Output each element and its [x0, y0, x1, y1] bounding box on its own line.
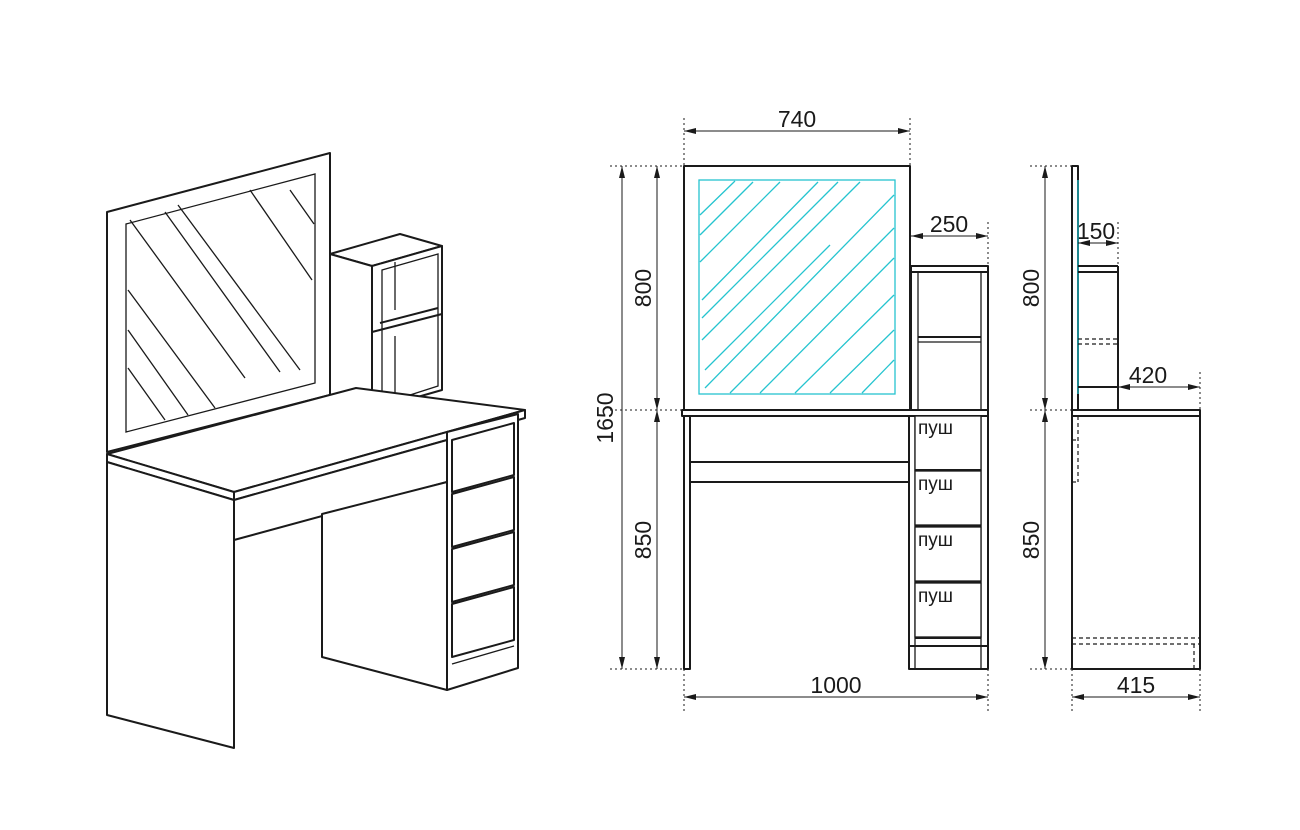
dim-1650: 1650 — [592, 392, 618, 443]
iso-left-panel — [106, 461, 235, 749]
front-top-drawer — [689, 415, 910, 463]
drawer-label: пуш — [918, 530, 953, 551]
dim-420: 420 — [1129, 362, 1167, 388]
dim-850-front: 850 — [630, 521, 656, 559]
drawer-label: пуш — [918, 474, 953, 495]
dim-1000: 1000 — [810, 672, 861, 698]
dim-800-side: 800 — [1018, 269, 1044, 307]
side-hidden-lines — [1072, 416, 1200, 669]
side-shelf-unit — [1078, 265, 1119, 410]
iso-mirror-reflection — [127, 189, 315, 421]
dimension-lines — [610, 118, 1201, 712]
dim-250: 250 — [930, 211, 968, 237]
iso-shelf-unit — [329, 233, 443, 411]
side-mirror — [1071, 165, 1079, 411]
front-mirror-frame — [683, 165, 911, 411]
side-view — [1071, 165, 1201, 670]
front-shelf-unit — [910, 265, 989, 411]
side-panel — [1071, 415, 1201, 670]
front-left-leg — [683, 415, 691, 670]
dim-850-side: 850 — [1018, 521, 1044, 559]
front-drawer-cabinet: пуш пуш пуш пуш — [908, 415, 989, 670]
dim-415: 415 — [1117, 672, 1155, 698]
front-mirror-reflection — [699, 180, 895, 394]
isometric-view — [106, 152, 526, 749]
dim-740: 740 — [778, 106, 816, 132]
front-view: пуш пуш пуш пуш — [681, 165, 989, 670]
dim-150: 150 — [1077, 218, 1115, 244]
front-mirror-glass — [698, 179, 896, 395]
dimension-labels: 740 250 1000 1650 800 850 800 850 150 42… — [592, 106, 1167, 698]
dim-800-front: 800 — [630, 269, 656, 307]
iso-drawer-cabinet — [446, 413, 519, 691]
iso-back-panel — [321, 481, 448, 691]
iso-mirror-glass — [125, 173, 316, 433]
drawer-label: пуш — [918, 418, 953, 439]
drawer-label: пуш — [918, 586, 953, 607]
